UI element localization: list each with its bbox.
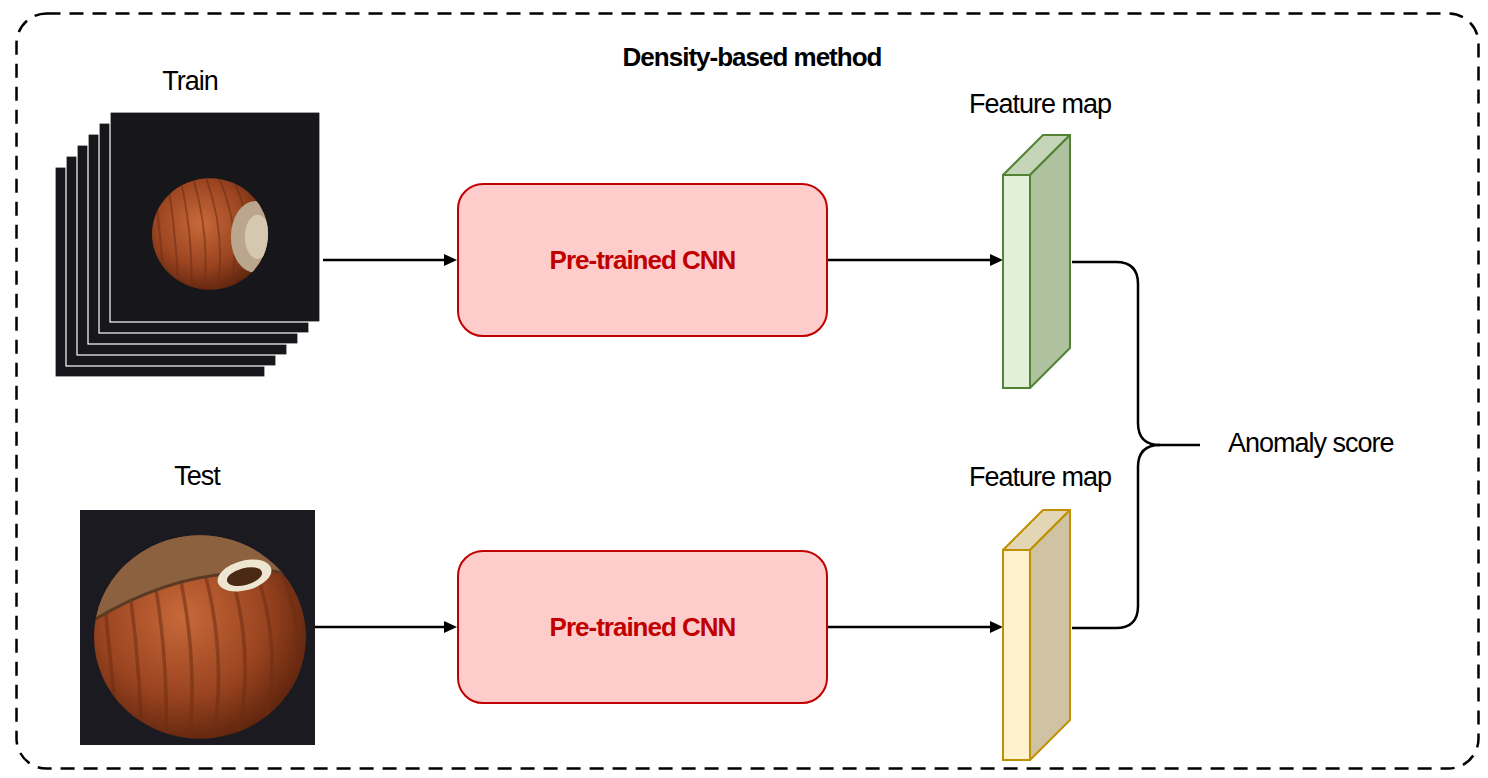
image-illustration: [1003, 135, 1072, 388]
image-illustration: [80, 510, 315, 745]
flow-arrow: [315, 621, 457, 633]
node-heading: Train: [162, 66, 218, 97]
node-heading: Feature map: [969, 89, 1111, 120]
image-illustration: [55, 112, 323, 380]
node-heading: Test: [174, 461, 220, 492]
feature-map: Feature map: [1003, 135, 1072, 388]
bracket-line: [1072, 262, 1200, 445]
node-heading: Feature map: [969, 462, 1111, 493]
diagram-title: Density-based method: [623, 42, 882, 73]
flow-arrow: [323, 254, 457, 266]
output-label: Anomaly score: [1228, 428, 1394, 459]
flow-arrow: [828, 254, 1003, 266]
feature-map: Feature map: [1003, 510, 1072, 760]
process-box: Pre-trained CNN: [457, 550, 828, 704]
image-input: Test: [80, 510, 315, 745]
flow-arrow: [828, 621, 1003, 633]
image-input: Train: [55, 112, 323, 380]
image-illustration: [1003, 510, 1072, 760]
box-label: Pre-trained CNN: [550, 245, 736, 276]
method-region: Density-based methodTrainPre-trained CNN…: [15, 12, 1480, 770]
process-box: Pre-trained CNN: [457, 183, 828, 337]
box-label: Pre-trained CNN: [550, 612, 736, 643]
